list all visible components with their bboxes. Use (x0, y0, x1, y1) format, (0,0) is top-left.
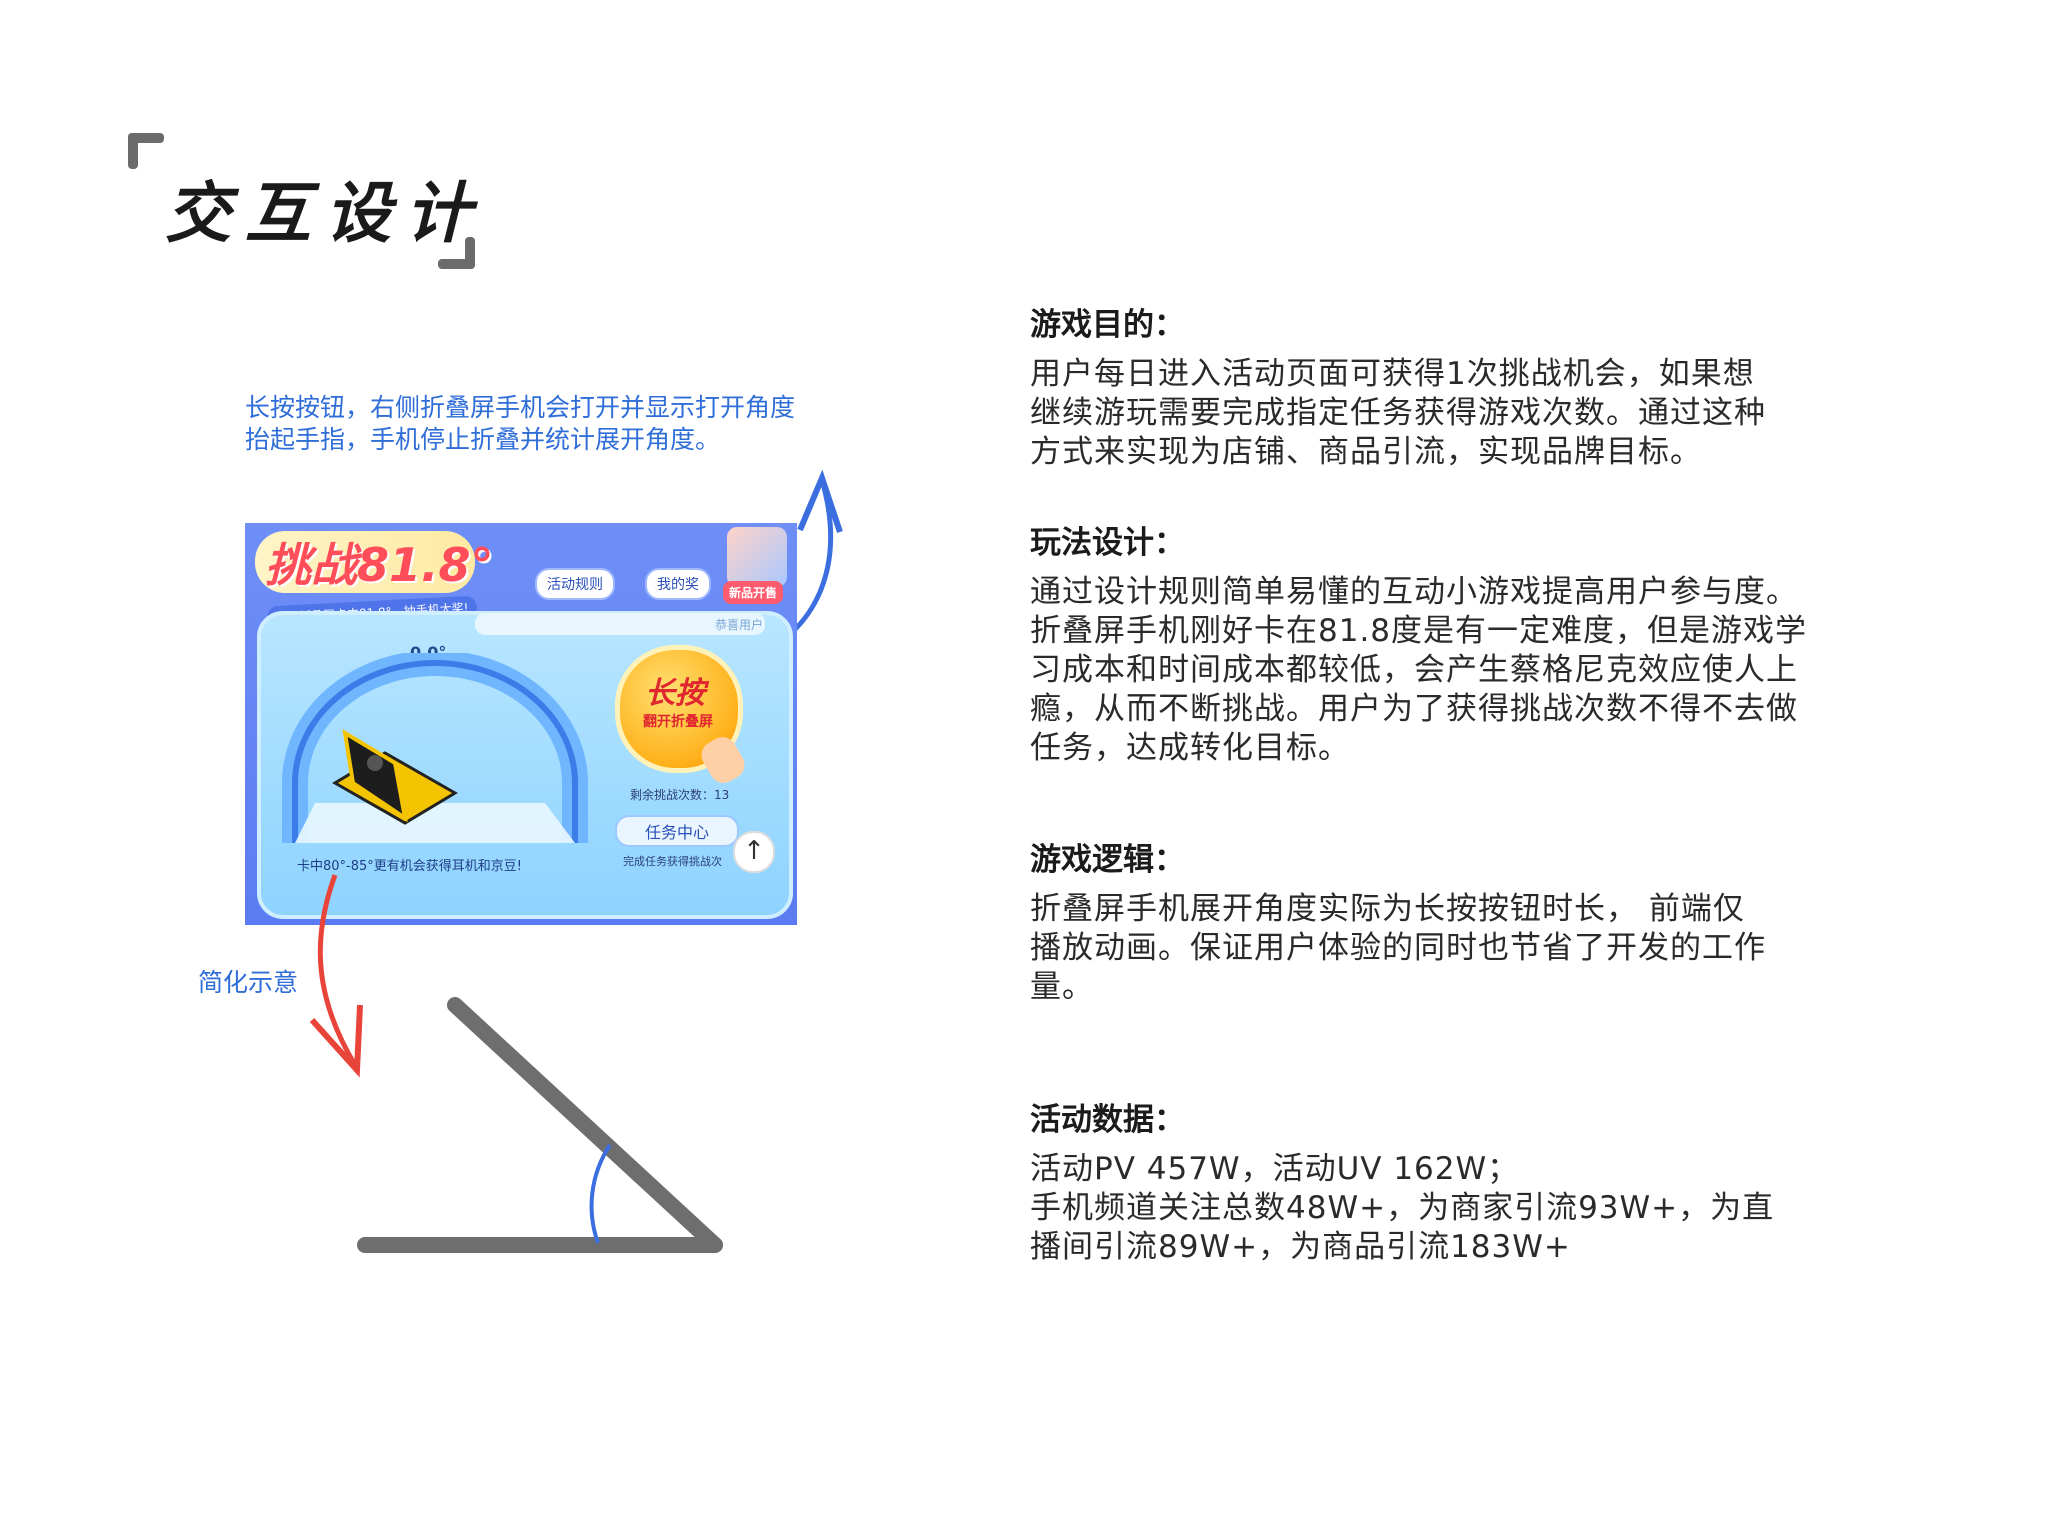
press-sublabel: 翻开折叠屏 (643, 714, 713, 730)
body-line: 瘾，从而不断挑战。用户为了获得挑战次数不得不去做 (1030, 691, 1798, 727)
red-arrow-icon (309, 874, 363, 1078)
body-line: 习成本和时间成本都较低，会产生蔡格尼克效应使人上 (1030, 652, 1798, 688)
section-heading: 游戏逻辑： (1030, 842, 1185, 878)
my-prizes-button[interactable]: 我的奖 (645, 568, 711, 600)
note-line: 长按按钮，右侧折叠屏手机会打开并显示打开角度 (245, 393, 796, 422)
note-line: 抬起手指，手机停止折叠并统计展开角度。 (245, 425, 721, 454)
game-screenshot: 挑战81.8° 翻开折叠屏卡中81.8°，抽手机大奖! 活动规则 我的奖 新品开… (245, 523, 797, 925)
user-ticker (475, 613, 765, 635)
body-line: 用户每日进入活动页面可获得1次挑战机会，如果想 (1030, 356, 1755, 392)
body-line: 通过设计规则简单易懂的互动小游戏提高用户参与度。 (1030, 574, 1798, 610)
body-line: 播间引流89W+，为商品引流183W+ (1030, 1229, 1571, 1265)
body-line: 折叠屏手机刚好卡在81.8度是有一定难度，但是游戏学 (1030, 613, 1808, 649)
rules-button[interactable]: 活动规则 (535, 568, 615, 600)
fold-angle-diagram (357, 997, 723, 1253)
new-tag: 新品开售 (723, 581, 784, 604)
section-heading: 活动数据： (1030, 1102, 1185, 1138)
long-press-note: 长按按钮，右侧折叠屏手机会打开并显示打开角度 抬起手指，手机停止折叠并统计展开角… (245, 392, 795, 456)
page-title: 交互设计 (165, 174, 485, 252)
body-line: 折叠屏手机展开角度实际为长按按钮时长， 前端仅 (1030, 891, 1745, 927)
body-line: 量。 (1030, 969, 1094, 1005)
foldable-phone-icon (332, 729, 458, 825)
simplified-label: 简化示意 (198, 968, 299, 997)
title-frame (120, 125, 520, 275)
task-subtext: 完成任务获得挑战次 (623, 855, 722, 868)
section-game-logic: 游戏逻辑： 折叠屏手机展开角度实际为长按按钮时长， 前端仅 播放动画。保证用户体… (1030, 840, 1890, 1007)
body-line: 活动PV 457W，活动UV 162W； (1030, 1151, 1520, 1187)
angle-arch (282, 653, 588, 843)
phone-thumbnail (727, 527, 787, 587)
section-gameplay-design: 玩法设计： 通过设计规则简单易懂的互动小游戏提高用户参与度。 折叠屏手机刚好卡在… (1030, 523, 1890, 768)
user-ticker-text: 恭喜用户 (715, 618, 764, 632)
challenge-banner (255, 531, 475, 593)
task-center-button[interactable] (615, 815, 739, 847)
body-line: 任务，达成转化目标。 (1030, 730, 1350, 766)
body-line: 继续游玩需要完成指定任务获得游戏次数。通过这种 (1030, 395, 1766, 431)
section-body: 活动PV 457W，活动UV 162W； 手机频道关注总数48W+，为商家引流9… (1030, 1150, 1890, 1267)
task-center-label: 任务中心 (645, 823, 710, 842)
section-body: 用户每日进入活动页面可获得1次挑战机会，如果想 继续游玩需要完成指定任务获得游戏… (1030, 355, 1890, 472)
section-heading: 玩法设计： (1030, 525, 1185, 561)
section-body: 通过设计规则简单易懂的互动小游戏提高用户参与度。 折叠屏手机刚好卡在81.8度是… (1030, 573, 1890, 768)
section-body: 折叠屏手机展开角度实际为长按按钮时长， 前端仅 播放动画。保证用户体验的同时也节… (1030, 890, 1890, 1007)
section-game-purpose: 游戏目的： 用户每日进入活动页面可获得1次挑战机会，如果想 继续游玩需要完成指定… (1030, 305, 1890, 472)
banner-title: 挑战81.8° (265, 538, 494, 592)
body-line: 方式来实现为店铺、商品引流，实现品牌目标。 (1030, 434, 1702, 470)
bottom-tip: 卡中80°-85°更有机会获得耳机和京豆! (297, 859, 522, 874)
body-line: 手机频道关注总数48W+，为商家引流93W+，为直 (1030, 1190, 1775, 1226)
section-heading: 游戏目的： (1030, 307, 1185, 343)
body-line: 播放动画。保证用户体验的同时也节省了开发的工作 (1030, 930, 1766, 966)
press-label: 长按 (645, 676, 705, 711)
back-to-top-button[interactable]: ↑ (733, 831, 775, 873)
section-activity-data: 活动数据： 活动PV 457W，活动UV 162W； 手机频道关注总数48W+，… (1030, 1100, 1890, 1267)
remaining-count: 剩余挑战次数：13 (630, 788, 730, 802)
